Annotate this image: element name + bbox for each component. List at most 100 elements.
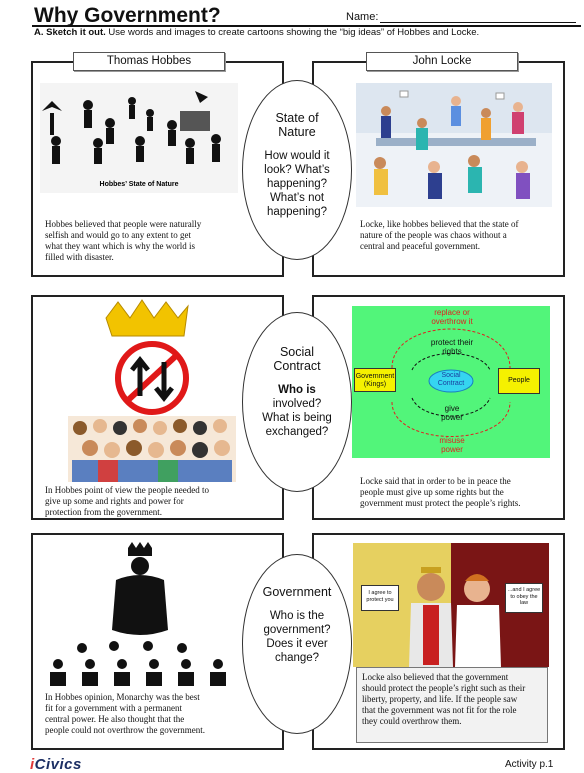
locke-state-of-nature-text: Locke, like hobbes believed that the sta… bbox=[360, 219, 518, 252]
topic-line: Government bbox=[262, 585, 332, 599]
logo-i: i bbox=[30, 756, 35, 773]
hobbes-image-caption: Hobbes’ State of Nature bbox=[100, 181, 179, 188]
locke-government-text: Locke also believed that the government … bbox=[356, 667, 548, 743]
question-line: What is being bbox=[262, 412, 332, 424]
text-line: that the government was not fit for the … bbox=[362, 705, 517, 715]
question-line: What’s not bbox=[269, 192, 325, 204]
label-line: give bbox=[444, 404, 460, 413]
hobbes-government-text: In Hobbes opinion, Monarchy was the best… bbox=[45, 692, 205, 736]
label-line: power bbox=[441, 413, 463, 422]
column-header-locke: John Locke bbox=[366, 52, 518, 71]
hobbes-government-panel[interactable] bbox=[31, 533, 284, 750]
instructions: A. Sketch it out. Use words and images t… bbox=[34, 27, 479, 38]
hobbes-monarchy-image bbox=[50, 542, 226, 686]
label-line: Government bbox=[355, 373, 395, 380]
label-line: protect their bbox=[430, 338, 474, 347]
prompt-question: Who is the government? Does it ever chan… bbox=[243, 609, 351, 665]
text-line: government must protect the people’s rig… bbox=[360, 498, 521, 508]
prompt-topic: State of Nature bbox=[243, 111, 351, 139]
locke-comic-image: I agree to protect you ...and I agree to… bbox=[353, 543, 549, 667]
speech-bubble-ruler: I agree to protect you bbox=[361, 585, 399, 611]
text-line: what they want which is why the world is bbox=[45, 241, 195, 251]
question-line: happening? bbox=[266, 206, 328, 218]
topic-line: Social bbox=[279, 345, 315, 359]
bubble-line: I agree to bbox=[368, 590, 392, 596]
people-box: People bbox=[498, 368, 540, 394]
text-line: give up some and rights and power for bbox=[45, 496, 184, 506]
speech-bubble-citizen: ...and I agree to obey the law bbox=[505, 583, 543, 613]
text-line: Hobbes believed that people were natural… bbox=[45, 219, 202, 229]
text-line: nature of the people was chaos without a bbox=[360, 230, 507, 240]
text-line: Locke also believed that the government bbox=[362, 672, 509, 682]
hobbes-social-contract-text: In Hobbes point of view the people neede… bbox=[45, 485, 209, 518]
question-line: happening? bbox=[266, 178, 328, 190]
prompt-topic: Social Contract bbox=[243, 345, 351, 373]
instructions-text: Use words and images to create cartoons … bbox=[105, 27, 480, 38]
label-line: (Kings) bbox=[363, 381, 387, 388]
bubble-line: protect you bbox=[366, 596, 394, 603]
question-line: Who is the bbox=[269, 610, 325, 622]
topic-line: Contract bbox=[273, 359, 321, 373]
label-line: overthrow it bbox=[431, 317, 473, 326]
text-line: central power. He also thought that the bbox=[45, 714, 185, 724]
text-line: Locke said that in order to be in peace … bbox=[360, 476, 511, 486]
name-field[interactable] bbox=[380, 22, 576, 23]
text-line: filled with disaster. bbox=[45, 252, 114, 262]
text-line: they could overthrow them. bbox=[362, 716, 462, 726]
hobbes-state-of-nature-image: Hobbes’ State of Nature bbox=[40, 83, 238, 193]
label-line: misuse bbox=[439, 436, 465, 445]
text-line: central and peaceful government. bbox=[360, 241, 480, 251]
social-contract-diagram: replace or overthrow it protect their ri… bbox=[352, 306, 550, 458]
icivics-logo: iCivics bbox=[30, 756, 82, 773]
text-line: In Hobbes opinion, Monarchy was the best bbox=[45, 692, 200, 702]
replace-label: replace or overthrow it bbox=[412, 308, 492, 326]
hobbes-state-of-nature-text: Hobbes believed that people were natural… bbox=[45, 219, 201, 263]
hobbes-social-contract-image bbox=[68, 299, 236, 482]
diagram-arrows bbox=[391, 328, 511, 437]
text-line: protection from the government. bbox=[45, 507, 162, 517]
label-line: Social bbox=[441, 372, 461, 379]
state-of-nature-prompt: State of Nature How would it look? What’… bbox=[242, 80, 352, 260]
social-contract-prompt: Social Contract Who is involved? What is… bbox=[242, 312, 352, 492]
prompt-question: How would it look? What’s happening? Wha… bbox=[243, 149, 351, 219]
prompt-topic: Government bbox=[243, 585, 351, 599]
text-line: Locke, like hobbes believed that the sta… bbox=[360, 219, 519, 229]
label-line: rights bbox=[442, 347, 462, 356]
question-line: exchanged? bbox=[265, 426, 329, 438]
text-line: people must give up some rights but the bbox=[360, 487, 504, 497]
page-number: Activity p.1 bbox=[505, 759, 554, 770]
bubble-line: ...and I agree bbox=[507, 587, 541, 593]
text-line: fit for a government with a permanent bbox=[45, 703, 182, 713]
protect-label: protect their rights bbox=[412, 338, 492, 356]
label-line: power bbox=[441, 445, 463, 454]
question-line: How would it bbox=[264, 150, 330, 162]
text-line: selfish and would go to any extent to ge… bbox=[45, 230, 191, 240]
text-line: liberty, property, and life. If the peop… bbox=[362, 694, 518, 704]
government-box: Government (Kings) bbox=[354, 368, 396, 392]
name-label: Name: bbox=[346, 11, 379, 23]
column-header-hobbes: Thomas Hobbes bbox=[73, 52, 225, 71]
text-line: people could not overthrow the governmen… bbox=[45, 725, 205, 735]
question-line: involved? bbox=[272, 398, 322, 410]
topic-line: State of bbox=[275, 111, 319, 125]
comic-background bbox=[353, 543, 549, 667]
bubble-line: law bbox=[519, 600, 529, 606]
question-line: Who is bbox=[278, 384, 316, 396]
text-line: should protect the people’s right such a… bbox=[362, 683, 526, 693]
question-line: change? bbox=[274, 652, 320, 664]
question-line: look? What’s bbox=[264, 164, 330, 176]
topic-line: Nature bbox=[278, 125, 316, 139]
locke-social-contract-text: Locke said that in order to be in peace … bbox=[360, 476, 520, 509]
social-contract-label: Social Contract bbox=[429, 372, 473, 388]
label-line: replace or bbox=[434, 308, 470, 317]
instructions-bold: A. Sketch it out. bbox=[34, 27, 106, 38]
page-title: Why Government? bbox=[34, 4, 221, 27]
locke-chaos-office-image bbox=[356, 83, 552, 207]
title-rule bbox=[32, 25, 581, 27]
government-prompt: Government Who is the government? Does i… bbox=[242, 554, 352, 734]
question-line: government? bbox=[263, 624, 331, 636]
label-line: Contract bbox=[437, 380, 465, 387]
misuse-power-label: misuse power bbox=[412, 436, 492, 454]
question-line: Does it ever bbox=[266, 638, 328, 650]
prompt-question: Who is involved? What is being exchanged… bbox=[243, 383, 351, 439]
